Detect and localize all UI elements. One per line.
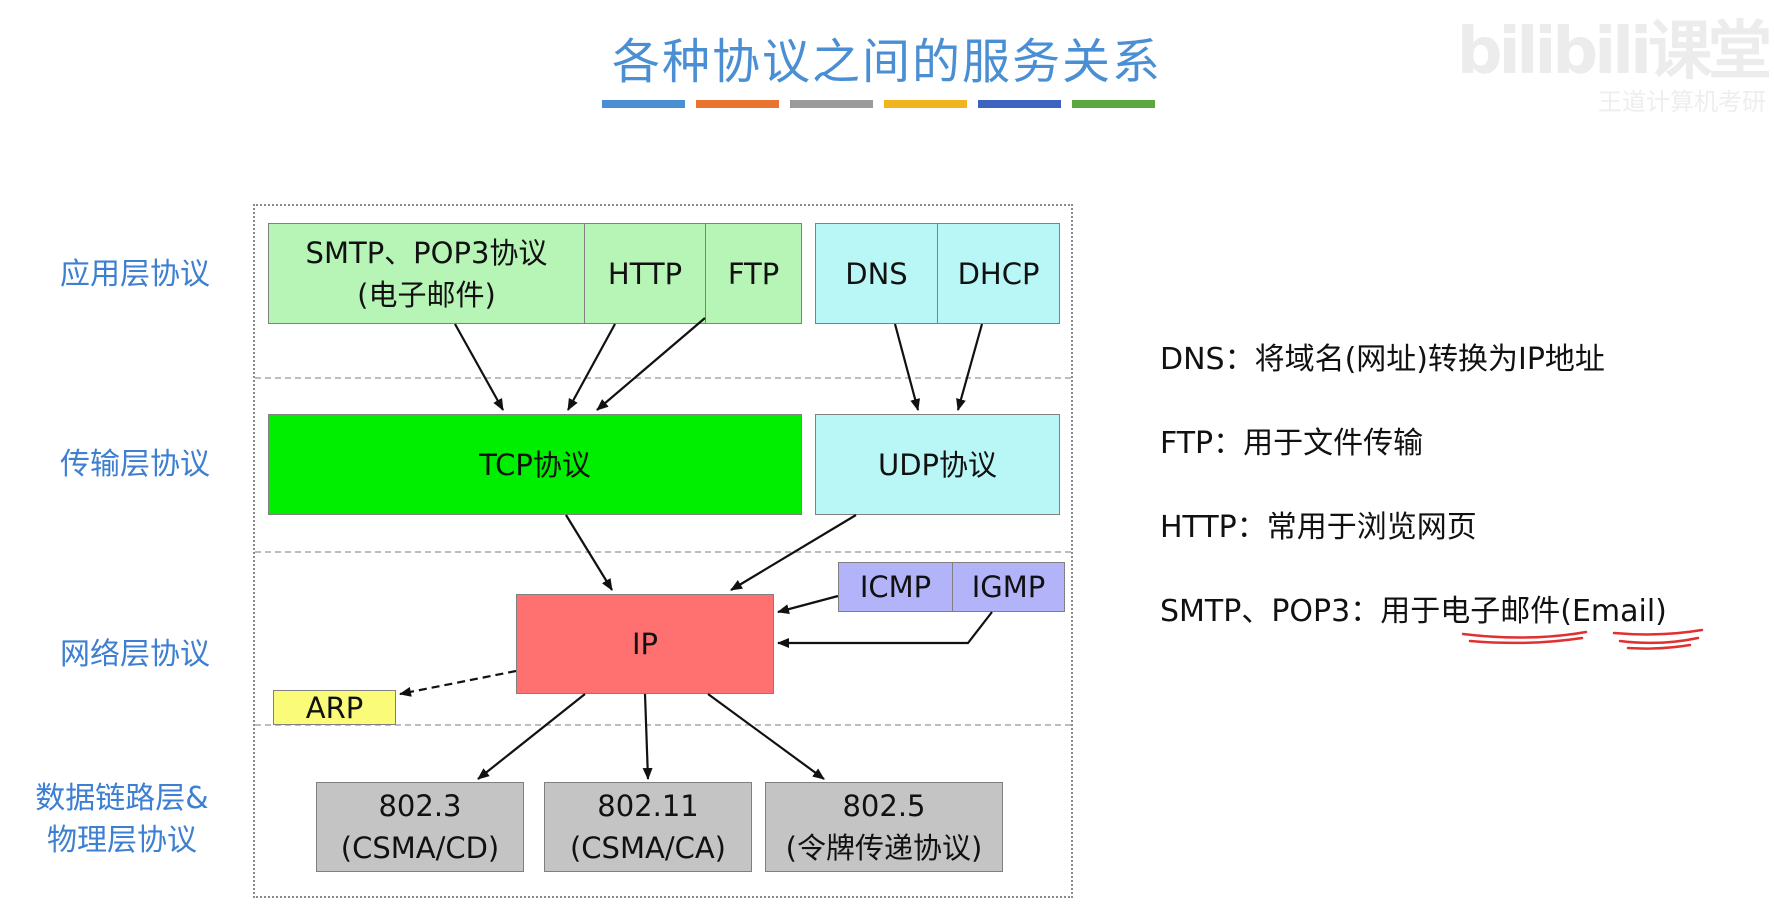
dns-box: DNS [815,223,938,324]
ip-box: IP [516,594,774,694]
ieee-802-11-line2: (CSMA/CA) [569,831,726,865]
title-bar-segment-5 [978,100,1061,108]
title-bar-segment-6 [1072,100,1155,108]
separator-app-transport [255,377,1071,379]
igmp-box: IGMP [952,562,1065,612]
layer-label-link-line1: 数据链路层& [35,781,209,816]
http-box: HTTP [584,223,706,324]
layer-label-transport: 传输层协议 [60,447,210,482]
smtp-pop3-box: SMTP、POP3协议 (电子邮件) [268,223,585,324]
layer-label-network: 网络层协议 [60,637,210,672]
diagram-frame [253,204,1073,898]
smtp-box-line1: SMTP、POP3协议 [305,235,548,270]
arp-box: ARP [273,690,396,725]
watermark-subtitle: 王道计算机考研 [1598,88,1766,116]
icmp-box: ICMP [838,562,953,612]
annotation-underline-email-cn [1461,630,1588,645]
arrow-ip-to-8025 [707,693,825,780]
arrow-ip-to-80211 [642,693,653,780]
layer-label-application: 应用层协议 [60,257,210,292]
arrow-smtp-to-tcp [454,323,504,411]
dhcp-box: DHCP [937,223,1060,324]
title-bar-segment-4 [884,100,967,108]
note-smtp-prefix: SMTP、POP3：用于 [1160,594,1441,629]
ieee-802-5-box: 802.5 (令牌传递协议) [765,782,1003,872]
note-smtp-email-en: (Email) [1560,594,1667,629]
note-smtp-email-cn: 电子邮件 [1440,594,1561,629]
ftp-box: FTP [705,223,802,324]
arrow-ip-to-arp [399,669,517,697]
tcp-box: TCP协议 [268,414,802,515]
separator-network-link [255,724,1071,726]
layer-label-link-physical: 数据链路层& 物理层协议 [22,778,222,862]
ieee-802-11-box: 802.11 (CSMA/CA) [544,782,752,872]
arrow-dns-to-udp [893,323,920,411]
note-http: HTTP：常用于浏览网页 [1160,510,1477,545]
ieee-802-5-line2: (令牌传递协议) [785,831,983,865]
annotation-underline-email-en [1612,628,1704,650]
title-bar-segment-1 [602,100,685,108]
ieee-802-11-line1: 802.11 [597,789,699,823]
smtp-box-line2: (电子邮件) [357,277,496,312]
ieee-802-5-line1: 802.5 [842,789,926,823]
separator-transport-network [255,551,1071,553]
arrow-ftp-to-tcp [596,317,706,411]
arrow-http-to-tcp [567,323,616,411]
layer-label-link-line2: 物理层协议 [47,823,197,858]
note-smtp: SMTP、POP3：用于电子邮件(Email) [1160,586,1667,630]
note-ftp: FTP：用于文件传输 [1160,426,1424,461]
ieee-802-3-line2: (CSMA/CD) [340,831,500,865]
arrow-ip-to-8023 [477,693,586,780]
note-dns: DNS：将域名(网址)转换为IP地址 [1160,342,1605,377]
arrow-igmp-to-ip [777,611,993,648]
arrow-icmp-to-ip [777,594,839,614]
page-title: 各种协议之间的服务关系 [611,34,1162,90]
ieee-802-3-line1: 802.3 [378,789,462,823]
watermark-logo: bilibili课堂 [1456,15,1772,89]
ieee-802-3-box: 802.3 (CSMA/CD) [316,782,524,872]
title-bar-segment-2 [696,100,779,108]
udp-box: UDP协议 [815,414,1060,515]
arrow-udp-to-ip [730,514,857,591]
arrow-dhcp-to-udp [956,323,984,411]
arrow-tcp-to-ip [565,514,613,591]
title-bar-segment-3 [790,100,873,108]
